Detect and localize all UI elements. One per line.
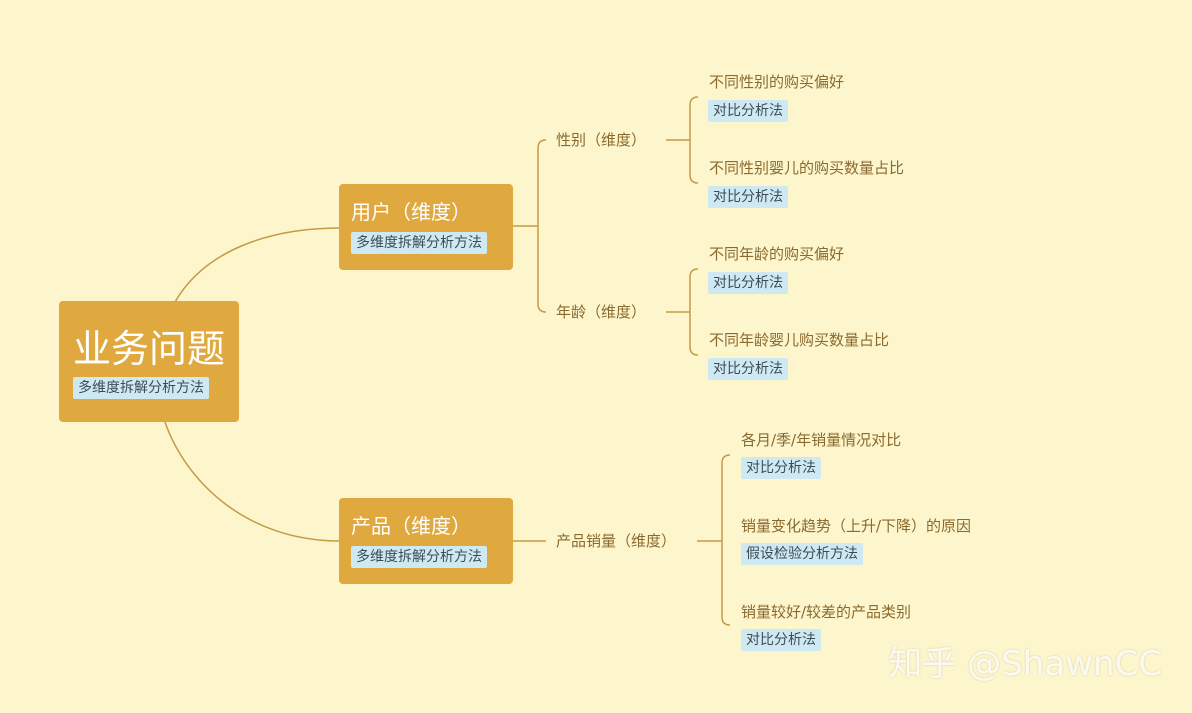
link-gender-bracket [689, 96, 699, 184]
sales-item-2-text[interactable]: 销量变化趋势（上升/下降）的原因 [741, 517, 972, 535]
product-node-title: 产品（维度） [351, 514, 471, 538]
sales-item-1-tag: 对比分析法 [741, 457, 821, 479]
gender-item-1-text[interactable]: 不同性别的购买偏好 [709, 73, 845, 91]
sales-item-1-text[interactable]: 各月/季/年销量情况对比 [741, 431, 902, 449]
gender-item-1-tag: 对比分析法 [708, 100, 788, 122]
age-item-2-text[interactable]: 不同年龄婴儿购买数量占比 [709, 331, 890, 349]
sales-item-2-tag: 假设检验分析方法 [741, 543, 863, 565]
user-node-title: 用户（维度） [351, 200, 471, 224]
user-node[interactable]: 用户（维度） 多维度拆解分析方法 [339, 184, 513, 270]
link-user-bracket [537, 139, 547, 313]
age-item-1-text[interactable]: 不同年龄的购买偏好 [709, 245, 845, 263]
link-age-bracket [689, 268, 699, 356]
sales-dimension-label[interactable]: 产品销量（维度） [556, 532, 677, 550]
gender-dimension-label[interactable]: 性别（维度） [556, 131, 647, 149]
product-node[interactable]: 产品（维度） 多维度拆解分析方法 [339, 498, 513, 584]
root-tag: 多维度拆解分析方法 [73, 377, 209, 399]
link-sales-bracket [721, 454, 731, 626]
age-item-2-tag: 对比分析法 [708, 358, 788, 380]
sales-item-3-text[interactable]: 销量较好/较差的产品类别 [741, 603, 912, 621]
link-root-product [164, 421, 341, 542]
gender-item-2-text[interactable]: 不同性别婴儿的购买数量占比 [709, 159, 905, 177]
root-title: 业务问题 [73, 327, 226, 371]
age-dimension-label[interactable]: 年龄（维度） [556, 303, 647, 321]
sales-item-3-tag: 对比分析法 [741, 629, 821, 651]
product-node-tag: 多维度拆解分析方法 [351, 546, 487, 568]
user-node-tag: 多维度拆解分析方法 [351, 232, 487, 254]
zhihu-watermark: 知乎 @ShawnCC [888, 644, 1162, 684]
root-node[interactable]: 业务问题 多维度拆解分析方法 [59, 301, 239, 422]
gender-item-2-tag: 对比分析法 [708, 186, 788, 208]
link-root-user [174, 227, 341, 303]
age-item-1-tag: 对比分析法 [708, 272, 788, 294]
